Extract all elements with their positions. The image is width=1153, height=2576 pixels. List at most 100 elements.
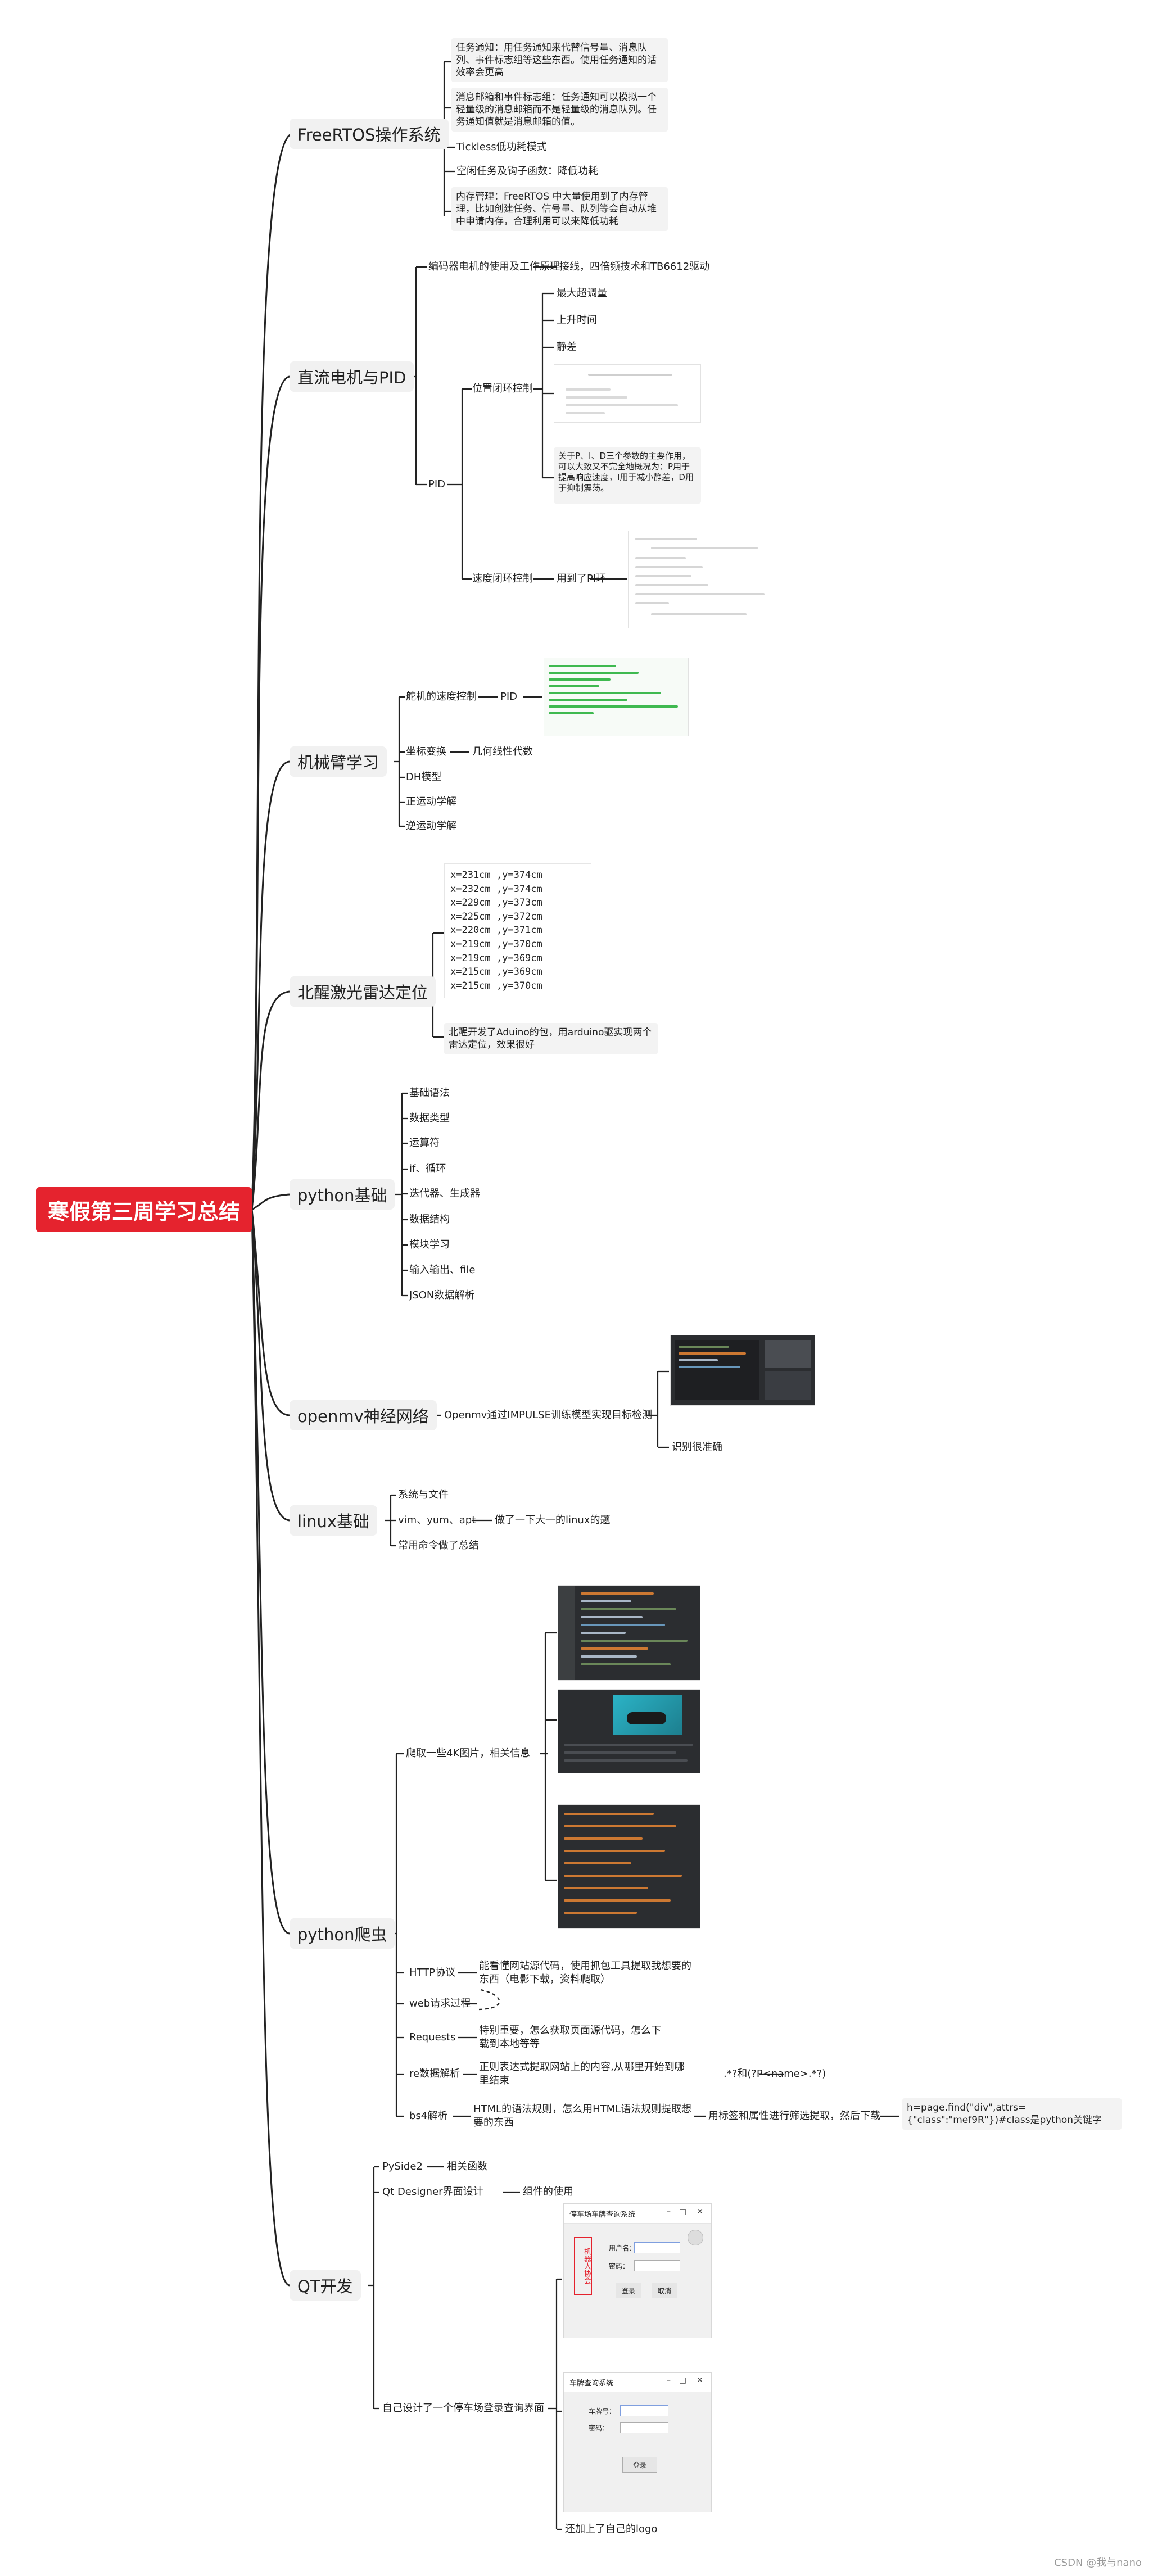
- position-loop: 位置闭环控制: [472, 383, 533, 395]
- linux-item: 常用命令做了总结: [398, 1540, 479, 1551]
- python-item: 模块学习: [409, 1239, 450, 1251]
- arm-item: DH模型: [406, 771, 442, 783]
- plate-query-window: 车牌查询系统 – □ ✕ 车牌号： 密码： 登录: [563, 2372, 712, 2512]
- maximize-icon[interactable]: □: [679, 2376, 686, 2385]
- lidar-reading: x=232cm ,y=374cm: [450, 883, 542, 895]
- python-item: 输入输出、file: [409, 1264, 476, 1276]
- bs4-parse: bs4解析: [409, 2110, 448, 2122]
- maximize-icon[interactable]: □: [679, 2207, 686, 2216]
- lidar-reading: x=215cm ,y=369cm: [450, 966, 542, 978]
- bs4-code: h=page.find("div",attrs={"class":"mef9R"…: [902, 2098, 1122, 2130]
- topic-openmv[interactable]: openmv神经网络: [290, 1400, 437, 1430]
- http-protocol: HTTP协议: [409, 1967, 456, 1979]
- plate-label: 车牌号：: [589, 2407, 616, 2415]
- topic-spider[interactable]: python爬虫: [290, 1918, 395, 1949]
- openmv-result: 识别很准确: [672, 1441, 722, 1453]
- topic-arm[interactable]: 机械臂学习: [290, 746, 387, 777]
- requests-node: Requests: [409, 2031, 456, 2043]
- spider-crawl: 爬取一些4K图片，相关信息: [406, 1747, 531, 1759]
- servo-speed: 舵机的速度控制: [406, 691, 477, 703]
- plate-login-button[interactable]: 登录: [622, 2457, 657, 2473]
- overshoot-item: 最大超调量: [557, 287, 607, 299]
- re-detail: 正则表达式提取网站上的内容,从哪里开始到哪里结束: [479, 2061, 685, 2086]
- lidar-reading: x=231cm ,y=374cm: [450, 870, 542, 881]
- designer-detail: 组件的使用: [523, 2186, 573, 2198]
- lidar-reading: x=215cm ,y=370cm: [450, 980, 542, 992]
- topic-dc-motor[interactable]: 直流电机与PID: [290, 361, 414, 392]
- spider-screenshot-3: [558, 1804, 700, 1929]
- username-label: 用户名：: [609, 2244, 636, 2252]
- re-parse: re数据解析: [409, 2068, 460, 2080]
- login-window-title: 停车场车牌查询系统: [564, 2204, 711, 2224]
- rise-time-item: 上升时间: [557, 314, 597, 326]
- close-icon[interactable]: ✕: [697, 2376, 703, 2385]
- python-item: 基础语法: [409, 1087, 450, 1099]
- python-item: 运算符: [409, 1137, 440, 1149]
- python-item: 数据结构: [409, 1214, 450, 1225]
- linux-item: 系统与文件: [398, 1489, 449, 1501]
- python-item: 迭代器、生成器: [409, 1188, 480, 1199]
- plate-input[interactable]: [620, 2405, 668, 2416]
- designer-node: Qt Designer界面设计: [382, 2186, 483, 2198]
- spider-screenshot-2: [558, 1689, 700, 1773]
- http-detail: 能看懂网站源代码，使用抓包工具提取我想要的东西（电影下载，资料爬取）: [479, 1960, 691, 1985]
- pi-code-screenshot: [628, 531, 775, 628]
- freertos-item: 任务通知：用任务通知来代替信号量、消息队列、事件标志组等这些东西。使用任务通知的…: [451, 38, 668, 82]
- pyside-node: PySide2: [382, 2161, 423, 2172]
- topic-lidar[interactable]: 北醒激光雷达定位: [290, 976, 436, 1007]
- club-logo: 机器人协会: [574, 2237, 592, 2295]
- python-item: JSON数据解析: [409, 1289, 475, 1301]
- avatar-icon: [688, 2230, 703, 2245]
- openmv-screenshot: [670, 1335, 815, 1406]
- openmv-detail: Openmv通过IMPULSE训练模型实现目标检测: [444, 1409, 652, 1421]
- topic-freertos[interactable]: FreeRTOS操作系统: [290, 119, 449, 149]
- arm-item: 逆运动学解: [406, 820, 456, 832]
- speed-detail: 用到了PI环: [557, 573, 607, 585]
- plate-password-input[interactable]: [620, 2422, 668, 2433]
- lidar-note: 北醒开发了Aduino的包，用arduino驱实现两个雷达定位，效果很好: [444, 1023, 658, 1054]
- linux-item: vim、yum、apt: [398, 1514, 476, 1526]
- login-window: 停车场车牌查询系统 – □ ✕ 机器人协会 用户名： 密码： 登录 取消: [563, 2203, 712, 2338]
- python-item: 数据类型: [409, 1112, 450, 1124]
- arm-item: 正运动学解: [406, 796, 456, 808]
- root-topic[interactable]: 寒假第三周学习总结: [36, 1187, 252, 1232]
- linux-vim-detail: 做了一下大一的linux的题: [495, 1514, 611, 1526]
- password-input[interactable]: [634, 2260, 680, 2271]
- bs4-detail-2: 用标签和属性进行筛选提取，然后下载: [708, 2110, 880, 2122]
- encoder-detail: 接线，四倍频技术和TB6612驱动: [559, 261, 710, 273]
- web-request: web请求过程: [409, 1998, 471, 2009]
- username-input[interactable]: [634, 2242, 680, 2253]
- topic-linux[interactable]: linux基础: [290, 1505, 378, 1536]
- static-error-item: 静差: [557, 341, 577, 353]
- freertos-item: 消息邮箱和事件标志组：任务通知可以模拟一个轻量级的消息邮箱而不是轻量级的消息队列…: [451, 88, 668, 132]
- servo-code-screenshot: [544, 658, 689, 736]
- lidar-reading: x=219cm ,y=370cm: [450, 938, 542, 950]
- freertos-item: Tickless低功耗模式: [456, 141, 547, 153]
- watermark: CSDN @我与nano: [1054, 2557, 1142, 2569]
- plate-window-title: 车牌查询系统: [564, 2373, 711, 2392]
- topic-python[interactable]: python基础: [290, 1179, 395, 1210]
- minimize-icon[interactable]: –: [667, 2376, 671, 2385]
- spider-screenshot-1: [558, 1585, 700, 1681]
- lidar-reading: x=220cm ,y=371cm: [450, 925, 542, 936]
- login-button[interactable]: 登录: [616, 2283, 641, 2298]
- lidar-reading: x=225cm ,y=372cm: [450, 911, 542, 922]
- pid-code-screenshot: [554, 364, 701, 423]
- topic-qt[interactable]: QT开发: [290, 2270, 361, 2301]
- encoder-node: 编码器电机的使用及工作原理: [428, 261, 560, 273]
- bs4-detail: HTML的语法规则，怎么用HTML语法规则提取想要的东西: [473, 2103, 692, 2129]
- minimize-icon[interactable]: –: [667, 2207, 671, 2216]
- cancel-button[interactable]: 取消: [652, 2283, 677, 2298]
- speed-loop: 速度闭环控制: [472, 573, 533, 585]
- password-label: 密码：: [609, 2262, 630, 2270]
- pid-node: PID: [428, 478, 446, 490]
- coord-transform: 坐标变换: [406, 746, 446, 758]
- plate-password-label: 密码：: [589, 2424, 609, 2432]
- servo-pid: PID: [500, 691, 518, 703]
- qt-logo-note: 还加上了自己的logo: [565, 2523, 658, 2535]
- pid-note: 关于P、I、D三个参数的主要作用，可以大致又不完全地概况为：P用于提高响应速度，…: [554, 447, 701, 504]
- qt-design: 自己设计了一个停车场登录查询界面: [382, 2402, 544, 2414]
- close-icon[interactable]: ✕: [697, 2207, 703, 2216]
